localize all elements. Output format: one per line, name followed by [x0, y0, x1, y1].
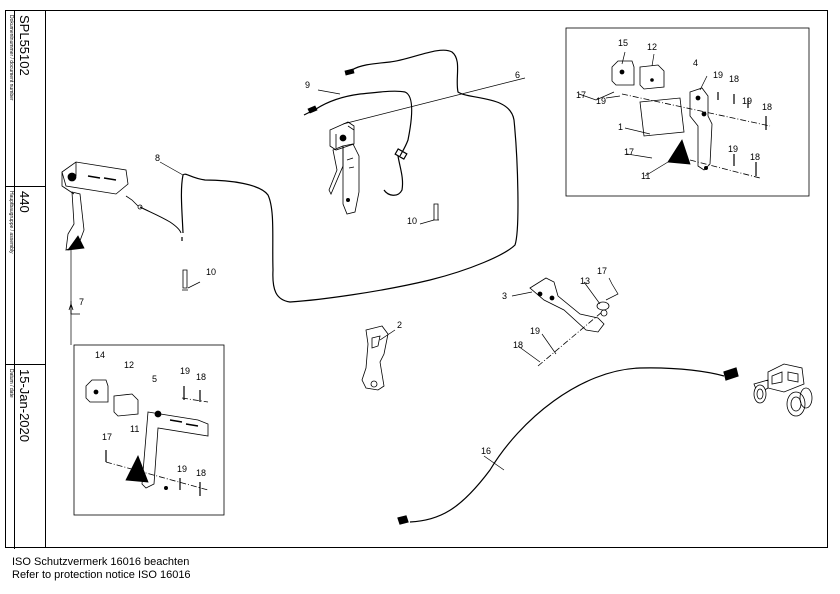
callout-18-l1: 18 [196, 372, 206, 382]
callout-10-left: 10 [206, 267, 216, 277]
callout-17-left: 17 [102, 432, 112, 442]
leader-lines [70, 51, 708, 471]
cable-16 [397, 367, 739, 525]
callout-3: 3 [502, 291, 507, 301]
callout-19-bracket: 19 [530, 326, 540, 336]
callout-17-bracket: 17 [597, 266, 607, 276]
bracket-2 [361, 325, 389, 391]
callout-2: 2 [397, 320, 402, 330]
callout-12-left: 12 [124, 360, 134, 370]
bracket-3 [529, 277, 608, 333]
connector-top [344, 68, 355, 76]
callout-18-r1: 18 [729, 74, 739, 84]
callout-11-right: 11 [641, 171, 650, 181]
assembly-cell: Hauptbaugruppe / assembly 440 [6, 187, 46, 365]
callout-19-r1: 19 [713, 70, 723, 80]
callout-19-r3: 19 [596, 96, 606, 106]
lamp-bracket-center [328, 121, 360, 215]
drawing-frame: Dokumentnummer / document number SPL5510… [5, 10, 828, 549]
callout-17-r2: 17 [624, 147, 634, 157]
callout-19-r4: 19 [728, 144, 738, 154]
lamp-bracket-left [61, 161, 143, 251]
left-detail-parts [85, 379, 209, 496]
callout-19-l1: 19 [180, 366, 190, 376]
document-number-cell: Dokumentnummer / document number SPL5510… [6, 11, 46, 187]
callout-9: 9 [305, 80, 310, 90]
callout-16: 16 [481, 446, 491, 456]
cable-9 [303, 90, 413, 196]
leader-7-arrow [68, 302, 74, 311]
tractor-icon [753, 363, 813, 417]
callout-10-center: 10 [407, 216, 417, 226]
callout-8: 8 [155, 153, 160, 163]
callout-6: 6 [515, 70, 520, 80]
callout-4: 4 [693, 58, 698, 68]
date-cell: Datum / date 15-Jan-2020 [6, 365, 46, 549]
axis-bracket-3 [537, 311, 603, 367]
title-block: Dokumentnummer / document number SPL5510… [6, 11, 46, 549]
cable-left-stub [139, 206, 182, 234]
right-detail-parts [611, 60, 767, 176]
callout-17-r1: 17 [576, 90, 586, 100]
callout-19-r2: 19 [742, 96, 752, 106]
detail-box-right [565, 27, 810, 197]
callout-15: 15 [618, 38, 628, 48]
cable-harness-8 [180, 49, 519, 303]
protection-notice-de: ISO Schutzvermerk 16016 beachten [12, 556, 190, 568]
callout-7: 7 [79, 297, 84, 307]
callout-18-r2: 18 [762, 102, 772, 112]
callout-18-bracket: 18 [513, 340, 523, 350]
washer-13 [596, 301, 610, 311]
axis-right [621, 93, 771, 179]
axis-left [105, 397, 209, 491]
callout-12-right: 12 [647, 42, 657, 52]
callout-18-r3: 18 [750, 152, 760, 162]
callout-19-l2: 19 [177, 464, 187, 474]
callout-labels: 8 9 6 7 10 10 2 3 13 17 19 18 16 15 12 4… [79, 38, 772, 478]
clip-10-center [433, 203, 439, 221]
detail-box-left [73, 344, 225, 516]
callout-11-left: 11 [130, 424, 139, 434]
connector-9 [307, 105, 318, 114]
callout-14: 14 [95, 350, 105, 360]
callout-5: 5 [152, 374, 157, 384]
protection-notice-en: Refer to protection notice ISO 16016 [12, 569, 191, 581]
clip-10-left [182, 269, 188, 291]
callout-13: 13 [580, 276, 590, 286]
callout-1: 1 [618, 122, 623, 132]
callout-18-l2: 18 [196, 468, 206, 478]
